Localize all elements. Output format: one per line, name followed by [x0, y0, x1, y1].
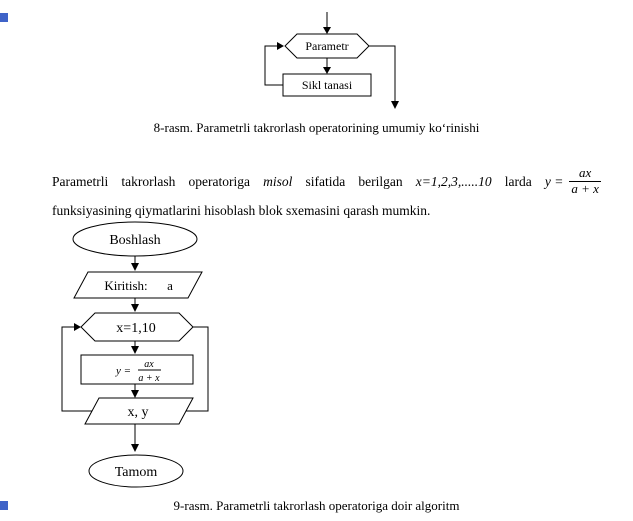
figure8-flowchart: Parametr Sikl tanasi: [264, 12, 399, 109]
loop-label: x=1,10: [116, 321, 155, 336]
paragraph-word: berilgan: [358, 173, 403, 189]
figure9-flowchart: Boshlash Kiritish: a x=1,10 y = ax a + x…: [61, 221, 209, 488]
input-parallelogram: [73, 271, 203, 299]
body-paragraph: Parametrli takrorlash operatoriga misol …: [52, 161, 601, 219]
exit-line: [369, 45, 396, 102]
arrow-down-icon: [391, 101, 399, 109]
blue-marker-top: [0, 13, 8, 22]
paragraph-word: larda: [504, 173, 532, 189]
paragraph-word: takrorlash: [121, 173, 176, 189]
arrow-right-icon: [277, 42, 284, 50]
arrow-down-icon: [131, 304, 139, 312]
arrow-down-icon: [323, 67, 331, 74]
formula-lhs: y =: [544, 173, 564, 189]
inline-formula: y = ax a + x: [544, 165, 601, 197]
sikl-tanasi-label: Sikl tanasi: [302, 78, 353, 92]
exit-line: [186, 326, 209, 412]
end-label: Tamom: [115, 465, 158, 480]
paragraph-line-1: Parametrli takrorlash operatoriga misol …: [52, 161, 601, 202]
figure8-caption: 8-rasm. Parametrli takrorlash operatorin…: [153, 120, 480, 135]
formula-denominator: a + x: [569, 181, 601, 196]
figure9-caption: 9-rasm. Parametrli takrorlash operatorig…: [173, 498, 460, 513]
parametr-label: Parametr: [305, 39, 348, 53]
paragraph-word: Parametrli: [52, 173, 109, 189]
formula-denominator: a + x: [138, 373, 160, 384]
arrow-down-icon: [131, 444, 139, 452]
end-oval: [88, 454, 184, 488]
formula-lhs: y =: [115, 365, 131, 377]
paragraph-line-2: funksiyasining qiymatlarini hisoblash bl…: [52, 203, 431, 218]
formula-numerator: ax: [144, 359, 154, 370]
output-parallelogram: [84, 397, 194, 425]
loop-back-line: [264, 45, 283, 86]
arrow-down-icon: [323, 27, 331, 34]
input-var: a: [167, 278, 173, 293]
input-label: Kiritish:: [104, 278, 147, 293]
blue-marker-bottom: [0, 501, 8, 510]
formula-numerator: ax: [579, 165, 592, 181]
paragraph-word: operatoriga: [188, 173, 250, 189]
start-label: Boshlash: [109, 233, 160, 248]
x-values-expression: x=1,2,3,.....10: [415, 173, 492, 189]
arrow-down-icon: [131, 346, 139, 354]
arrow-down-icon: [131, 390, 139, 398]
arrow-down-icon: [131, 263, 139, 271]
arrow-right-icon: [74, 323, 81, 331]
paragraph-word: sifatida: [305, 173, 346, 189]
formula-fraction: ax a + x: [569, 165, 601, 197]
formula-box: [80, 354, 194, 385]
loop-back-line: [61, 326, 92, 412]
paragraph-word-italic: misol: [263, 173, 293, 189]
output-label: x, y: [128, 405, 149, 420]
